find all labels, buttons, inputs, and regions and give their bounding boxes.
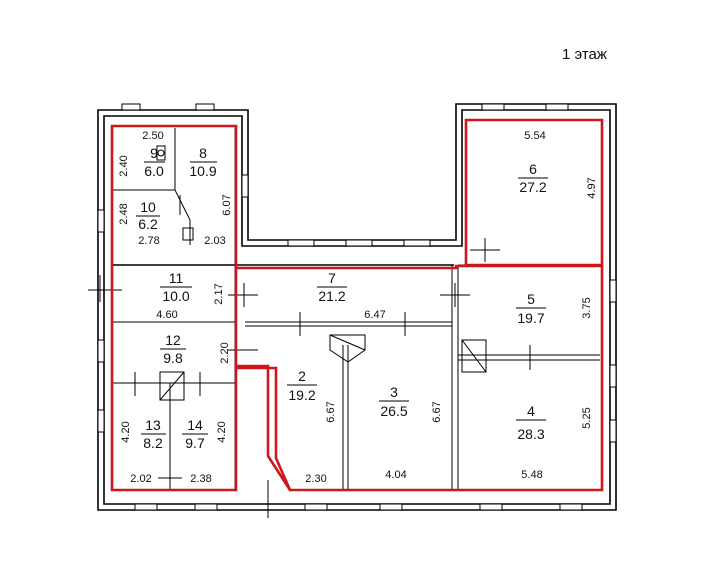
dim-4-97: 4.97	[586, 177, 598, 198]
room-12-number: 12	[165, 332, 181, 348]
windows	[97, 103, 617, 511]
dim-2-40: 2.40	[118, 155, 130, 176]
dim-6-67-left: 6.67	[325, 401, 337, 422]
dim-2-50: 2.50	[142, 130, 163, 142]
shaft-symbols	[159, 227, 487, 401]
dim-4-20-left: 4.20	[120, 421, 132, 442]
dim-3-75: 3.75	[581, 297, 593, 318]
room-4-number: 4	[527, 403, 535, 419]
dim-2-17: 2.17	[213, 283, 225, 304]
dimension-labels: 2.50 2.40 6.07 2.48 2.78 2.03 5.54 4.97 …	[118, 130, 598, 485]
room-11-number: 11	[169, 270, 184, 286]
room-6-number: 6	[529, 161, 537, 177]
floor-label: 1 этаж	[562, 46, 607, 63]
room-labels: 9 6.0 8 10.9 10 6.2 11 10.0 12 9.8 13 8.…	[136, 145, 548, 451]
room-7-area: 21.2	[318, 288, 345, 304]
dim-2-30: 2.30	[305, 473, 326, 485]
toilet-icon	[156, 145, 166, 161]
dim-2-02: 2.02	[130, 473, 151, 485]
room-14-number: 14	[187, 417, 203, 433]
room-13-number: 13	[145, 417, 161, 433]
room-5-area: 19.7	[517, 310, 544, 326]
door-ticks	[88, 195, 531, 518]
room-5-number: 5	[527, 291, 535, 307]
room-7-number: 7	[328, 270, 336, 286]
room-12-area: 9.8	[163, 350, 183, 366]
dim-4-60: 4.60	[156, 309, 177, 321]
dim-2-78: 2.78	[138, 235, 159, 247]
dim-2-20: 2.20	[219, 342, 231, 363]
dim-2-03: 2.03	[204, 235, 225, 247]
dim-6-67-right: 6.67	[431, 401, 443, 422]
dim-4-04: 4.04	[385, 469, 406, 481]
room-11-area: 10.0	[162, 288, 189, 304]
room-4-area: 28.3	[517, 426, 544, 442]
room-2-area: 19.2	[288, 387, 315, 403]
room-2-number: 2	[298, 368, 306, 384]
outer-walls	[97, 103, 617, 511]
room-9-area: 6.0	[144, 163, 164, 179]
room-9-number: 9	[150, 145, 158, 161]
room-13-area: 8.2	[143, 435, 163, 451]
dim-6-07: 6.07	[221, 194, 233, 215]
room-3-number: 3	[390, 384, 398, 400]
dim-6-47: 6.47	[364, 309, 385, 321]
dim-5-54: 5.54	[524, 130, 545, 142]
dim-5-48: 5.48	[521, 469, 542, 481]
dim-5-25: 5.25	[581, 407, 593, 428]
room-6-area: 27.2	[519, 179, 546, 195]
highlighted-area	[110, 118, 604, 492]
interior-walls	[112, 128, 600, 490]
room-8-area: 10.9	[189, 163, 216, 179]
dim-2-38: 2.38	[190, 473, 211, 485]
room-14-area: 9.7	[185, 435, 205, 451]
dim-2-48: 2.48	[118, 203, 130, 224]
room-8-number: 8	[199, 145, 207, 161]
room-3-area: 26.5	[380, 403, 407, 419]
room-10-number: 10	[140, 199, 156, 215]
room-10-area: 6.2	[138, 216, 158, 232]
dim-4-20-right: 4.20	[216, 421, 228, 442]
